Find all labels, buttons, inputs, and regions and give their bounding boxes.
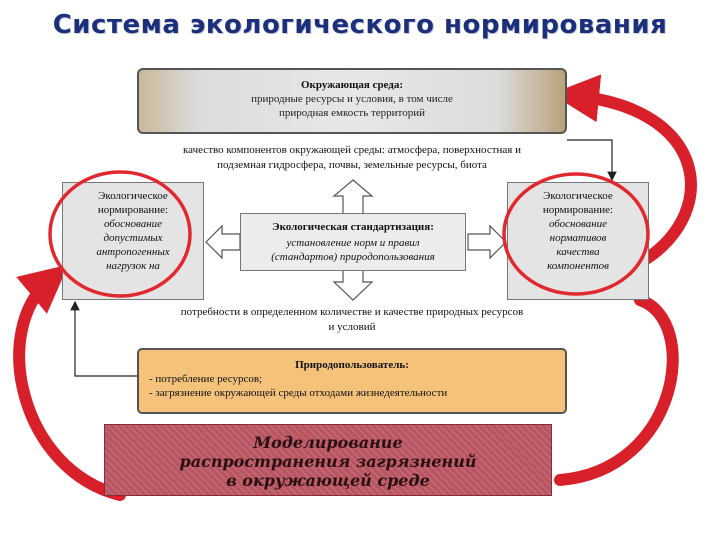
needs-line-1: потребности в определенном количестве и …: [180, 306, 524, 318]
needs-line-2: и условий: [328, 321, 376, 333]
right-box-line-1: Экологическое: [543, 190, 613, 202]
double-arrow-right: [467, 224, 507, 260]
environment-box: Окружающая среда: природные ресурсы и ус…: [137, 68, 567, 134]
connector-left-up: [70, 300, 137, 377]
right-box-line-3: обоснование: [548, 218, 608, 230]
right-box-line-6: компонентов: [547, 260, 609, 272]
left-box-line-6: нагрузок на: [106, 260, 160, 272]
red-arrow-left: [13, 264, 126, 501]
needs-text: потребности в определенном количестве и …: [137, 302, 567, 342]
left-box-line-1: Экологическое: [98, 190, 168, 202]
environment-line-1: природные ресурсы и условия, в том числе: [251, 93, 453, 105]
nature-user-box: Природопользователь: - потребление ресур…: [137, 348, 567, 414]
quality-line-1: качество компонентов окружающей среды: а…: [183, 144, 521, 156]
red-arrow-right-lower: [554, 294, 679, 486]
modeling-line-1: Моделирование: [253, 433, 403, 452]
nature-user-item-2: - загрязнение окружающей среды отходами …: [149, 387, 448, 399]
left-box-line-5: антропогенных: [96, 246, 170, 258]
right-box-line-4: нормативов: [549, 232, 607, 244]
right-box-line-5: качества: [556, 246, 600, 258]
right-box-line-2: нормирование:: [542, 204, 614, 216]
left-box-line-2: нормирование:: [97, 204, 169, 216]
standardization-title: Экологическая стандартизация:: [272, 221, 434, 233]
right-normalization-box: Экологическое нормирование: обоснование …: [507, 182, 649, 300]
nature-user-item-1: - потребление ресурсов;: [149, 373, 263, 385]
page-title: Система экологического нормирования: [52, 10, 668, 40]
red-arrow-right-upper: [551, 74, 697, 276]
nature-user-title: Природопользователь:: [295, 359, 409, 371]
quality-text: качество компонентов окружающей среды: а…: [137, 140, 567, 180]
double-arrow-left: [205, 224, 241, 260]
standardization-box: Экологическая стандартизация: установлен…: [240, 213, 466, 271]
modeling-line-2: распространения загрязнений: [179, 452, 477, 471]
left-normalization-box: Экологическое нормирование: обоснование …: [62, 182, 204, 300]
left-box-line-3: обоснование: [103, 218, 163, 230]
modeling-box: Моделирование распространения загрязнени…: [104, 424, 552, 496]
modeling-line-3: в окружающей среде: [226, 471, 430, 490]
standardization-line-1: установление норм и правил: [286, 237, 420, 249]
left-box-line-4: допустимых: [103, 232, 163, 244]
connector-top-right: [567, 139, 617, 182]
quality-line-2: подземная гидросфера, почвы, земельные р…: [217, 159, 487, 171]
environment-title: Окружающая среда:: [300, 79, 404, 91]
environment-line-2: природная емкость территорий: [278, 107, 425, 119]
standardization-line-2: (стандартов) природопользования: [271, 251, 435, 263]
